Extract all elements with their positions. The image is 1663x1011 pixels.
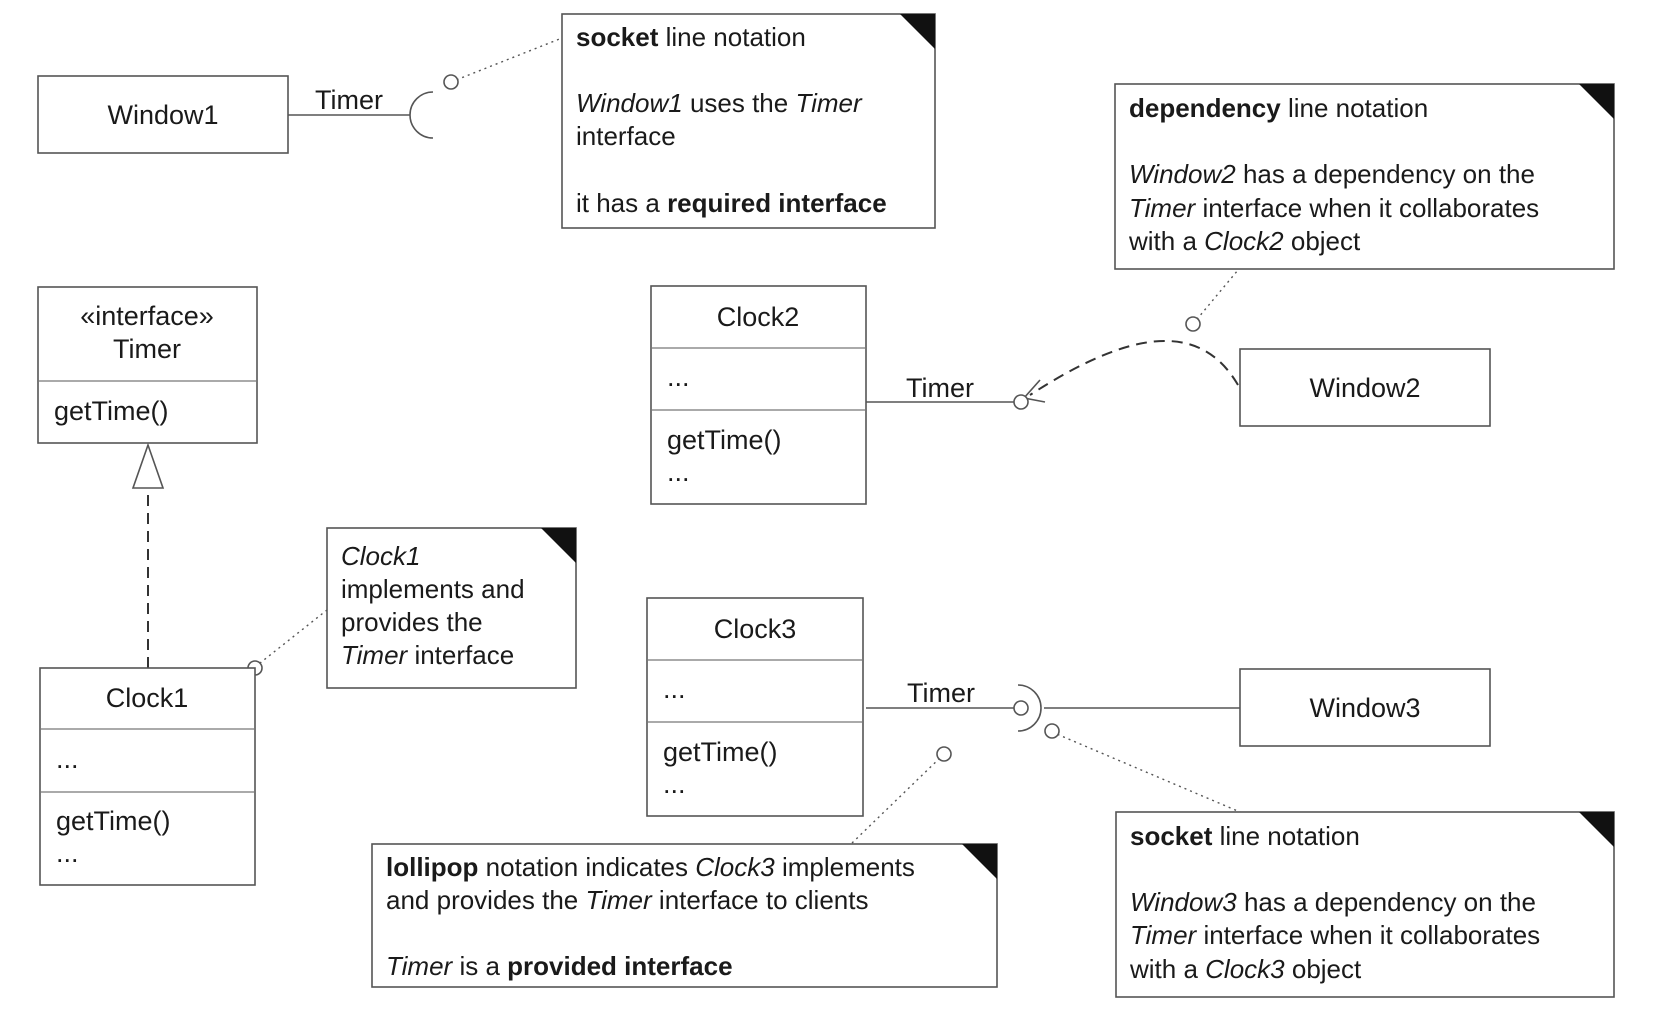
class-window3: Window3: [1239, 668, 1491, 747]
timer-operation: getTime(): [54, 396, 169, 426]
note-socket3-line2: Window3 has a dependency on the: [1130, 887, 1536, 917]
note-lollipop-line1: lollipop notation indicates Clock3 imple…: [386, 852, 915, 882]
window1-required-interface-connector: [288, 91, 434, 139]
class-window2: Window2: [1239, 348, 1491, 427]
clock2-attributes: ...: [667, 362, 690, 392]
clock2-lollipop-ball: [1013, 394, 1029, 410]
note-socket3-line4: with a Clock3 object: [1129, 954, 1362, 984]
note-clock1-line4: Timer interface: [341, 640, 514, 670]
note-socket1-line1: socket line notation: [576, 22, 806, 52]
note-dependency: dependency line notation Window2 has a d…: [1114, 83, 1615, 270]
class-clock1: Clock1 ... getTime() ...: [39, 667, 256, 886]
clock3-name: Clock3: [714, 614, 797, 644]
note-socket1: socket line notation Window1 uses the Ti…: [561, 13, 936, 229]
window2-name: Window2: [1309, 373, 1420, 403]
clock3-more: ...: [663, 769, 686, 799]
realization-arrow: [131, 442, 165, 668]
clock3-attributes: ...: [663, 674, 686, 704]
dependency-note-anchor: [1185, 269, 1239, 332]
class-clock3: Clock3 ... getTime() ...: [646, 597, 864, 817]
clock2-more: ...: [667, 457, 690, 487]
note-clock1: Clock1 implements and provides the Timer…: [326, 527, 577, 689]
note-socket3-line3: Timer interface when it collaborates: [1130, 920, 1540, 950]
note-socket1-line2: Window1 uses the Timer: [576, 88, 863, 118]
note-socket3: socket line notation Window3 has a depen…: [1115, 811, 1615, 998]
clock2-timer-label: Timer: [906, 373, 974, 403]
class-clock2: Clock2 ... getTime() ...: [650, 285, 867, 505]
window2-dependency-arrow: [1029, 339, 1239, 396]
clock2-operation: getTime(): [667, 425, 782, 455]
note-dependency-line2: Window2 has a dependency on the: [1129, 159, 1535, 189]
note-lollipop-line3: Timer is a provided interface: [386, 951, 733, 981]
note-dependency-line1: dependency line notation: [1129, 93, 1428, 123]
clock2-name: Clock2: [717, 302, 800, 332]
note-lollipop: lollipop notation indicates Clock3 imple…: [371, 843, 998, 988]
window3-name: Window3: [1309, 693, 1420, 723]
socket3-note-anchor: [1044, 723, 1241, 813]
note-clock1-line2: implements and: [341, 574, 525, 604]
note-socket3-line1: socket line notation: [1130, 821, 1360, 851]
note-lollipop-line2: and provides the Timer interface to clie…: [386, 885, 868, 915]
note-socket1-line4: it has a required interface: [576, 188, 887, 218]
note-clock1-line1: Clock1: [341, 541, 420, 571]
clock3-ball-and-socket-connector: [866, 684, 1240, 732]
note-dependency-line4: with a Clock2 object: [1128, 226, 1361, 256]
window1-timer-label: Timer: [315, 85, 383, 115]
socket1-note-anchor: [443, 37, 563, 90]
timer-name: Timer: [113, 334, 181, 364]
clock1-more: ...: [56, 838, 79, 868]
clock3-timer-label: Timer: [907, 678, 975, 708]
clock1-name: Clock1: [106, 683, 189, 713]
timer-stereotype: «interface»: [80, 301, 214, 331]
note-dependency-line3: Timer interface when it collaborates: [1129, 193, 1539, 223]
clock1-attributes: ...: [56, 744, 79, 774]
clock3-operation: getTime(): [663, 737, 778, 767]
interface-timer: «interface» Timer getTime(): [37, 286, 258, 444]
note-socket1-line3: interface: [576, 121, 676, 151]
class-window1: Window1: [37, 75, 289, 154]
clock1-note-anchor: [247, 609, 328, 676]
clock1-operation: getTime(): [56, 806, 171, 836]
window1-name: Window1: [107, 100, 218, 130]
note-clock1-line3: provides the: [341, 607, 483, 637]
lollipop-note-anchor: [850, 746, 952, 845]
